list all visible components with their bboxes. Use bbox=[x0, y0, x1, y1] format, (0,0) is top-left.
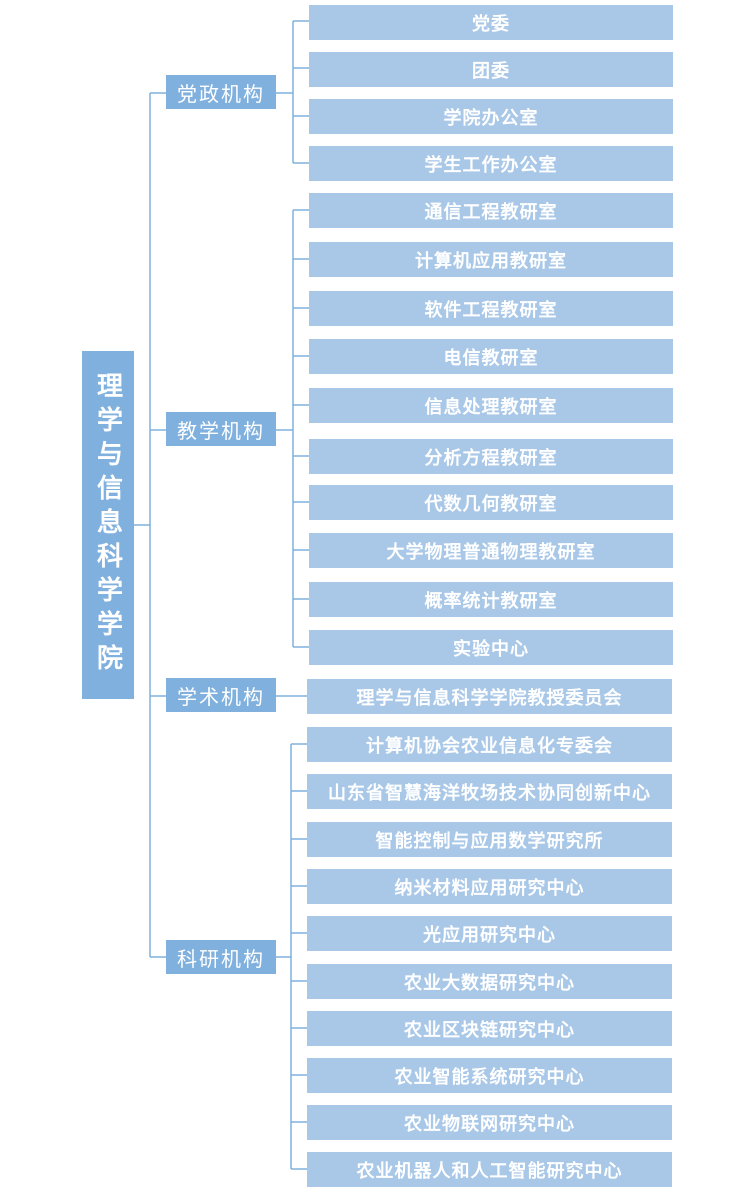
leaf-node: 代数几何教研室 bbox=[309, 485, 673, 520]
leaf-node: 实验中心 bbox=[309, 630, 673, 665]
leaf-node: 计算机应用教研室 bbox=[309, 242, 673, 277]
leaf-node: 学院办公室 bbox=[309, 99, 673, 134]
leaf-node: 软件工程教研室 bbox=[309, 291, 673, 326]
leaf-node: 党委 bbox=[309, 5, 673, 40]
leaf-node: 农业机器人和人工智能研究中心 bbox=[307, 1152, 672, 1187]
category-teaching: 教学机构 bbox=[166, 412, 276, 446]
leaf-node: 理学与信息科学学院教授委员会 bbox=[307, 679, 672, 714]
leaf-node: 纳米材料应用研究中心 bbox=[307, 869, 672, 904]
category-research: 科研机构 bbox=[166, 940, 276, 974]
leaf-node: 光应用研究中心 bbox=[307, 916, 672, 951]
category-party-admin: 党政机构 bbox=[166, 75, 276, 109]
leaf-node: 农业智能系统研究中心 bbox=[307, 1058, 672, 1093]
leaf-node: 计算机协会农业信息化专委会 bbox=[307, 727, 672, 762]
category-academic: 学术机构 bbox=[166, 678, 276, 712]
leaf-node: 概率统计教研室 bbox=[309, 582, 673, 617]
leaf-node: 团委 bbox=[309, 52, 673, 87]
leaf-node: 学生工作办公室 bbox=[309, 146, 673, 181]
leaf-node: 分析方程教研室 bbox=[309, 439, 673, 474]
leaf-node: 农业大数据研究中心 bbox=[307, 964, 672, 999]
leaf-node: 通信工程教研室 bbox=[309, 193, 673, 228]
root-node: 理学与信息科学学院 bbox=[82, 351, 134, 699]
leaf-node: 山东省智慧海洋牧场技术协同创新中心 bbox=[307, 774, 672, 809]
leaf-node: 农业区块链研究中心 bbox=[307, 1011, 672, 1046]
leaf-node: 农业物联网研究中心 bbox=[307, 1105, 672, 1140]
leaf-node: 智能控制与应用数学研究所 bbox=[307, 822, 672, 857]
leaf-node: 电信教研室 bbox=[309, 339, 673, 374]
leaf-node: 信息处理教研室 bbox=[309, 388, 673, 423]
leaf-node: 大学物理普通物理教研室 bbox=[309, 533, 673, 568]
